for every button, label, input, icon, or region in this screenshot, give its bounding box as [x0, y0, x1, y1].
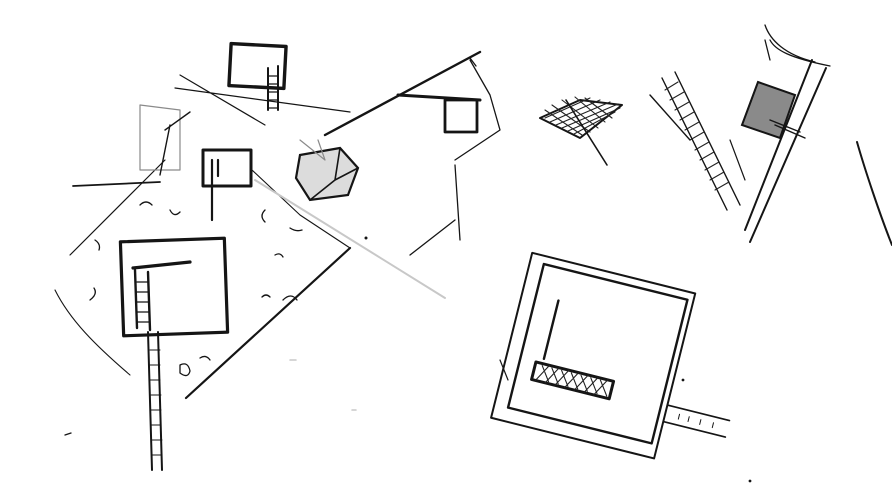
hatched-block [539, 99, 623, 139]
terrain-line [409, 57, 501, 256]
building-block [201, 148, 253, 188]
building-wall [131, 260, 192, 270]
sketch-stroke [159, 111, 191, 176]
stair-treads [267, 75, 279, 109]
path-rail [662, 404, 731, 438]
strip-hatch [534, 364, 609, 397]
faint-marks [289, 359, 357, 411]
site-boundary-edge [184, 246, 352, 400]
tower-cap [764, 24, 831, 67]
tower-element [740, 24, 831, 243]
path-treads [149, 349, 163, 456]
tower-edges [744, 59, 827, 243]
dot-mark [748, 479, 752, 483]
hatched-band [649, 71, 746, 211]
edge-curve [856, 141, 892, 246]
hatch-lines [544, 96, 621, 136]
stair-rail [210, 158, 220, 222]
building-block [227, 41, 288, 91]
building-outline-outer [490, 251, 697, 460]
dot-mark [364, 236, 368, 240]
road-line [323, 50, 482, 137]
shaded-area [139, 104, 181, 171]
cube-highlight [299, 139, 326, 161]
band-hatch [664, 81, 730, 191]
hatched-strip [530, 360, 616, 401]
building-outline [506, 262, 689, 445]
cube-volume [294, 146, 360, 202]
site-boundary-edge [54, 289, 131, 376]
block-stroke [769, 119, 806, 139]
path-treads [677, 413, 714, 429]
site-plan-lower-right [490, 251, 731, 460]
hatched-element [539, 96, 623, 166]
band-edges [649, 71, 741, 211]
landscape-marks [64, 201, 303, 436]
building-block [118, 236, 230, 338]
path-rail [147, 331, 163, 471]
wall-stroke [542, 299, 560, 361]
site-boundary-edge [69, 159, 166, 256]
stair-treads [136, 281, 150, 323]
cube-edges [309, 147, 359, 201]
dot-mark [681, 378, 685, 382]
faint-axis-line [254, 179, 446, 299]
building-wall [396, 93, 482, 102]
site-plan-left [54, 41, 482, 471]
construction-line [174, 74, 351, 126]
sketch-stroke [565, 99, 608, 166]
building-block [443, 98, 479, 134]
sketch-stroke [729, 139, 746, 181]
block-edge [741, 81, 759, 126]
site-boundary-edge [251, 169, 351, 249]
sketch-stroke [499, 359, 509, 381]
axis-line [72, 181, 161, 187]
stair-rail [133, 268, 152, 332]
site-plan-upper [396, 57, 501, 256]
